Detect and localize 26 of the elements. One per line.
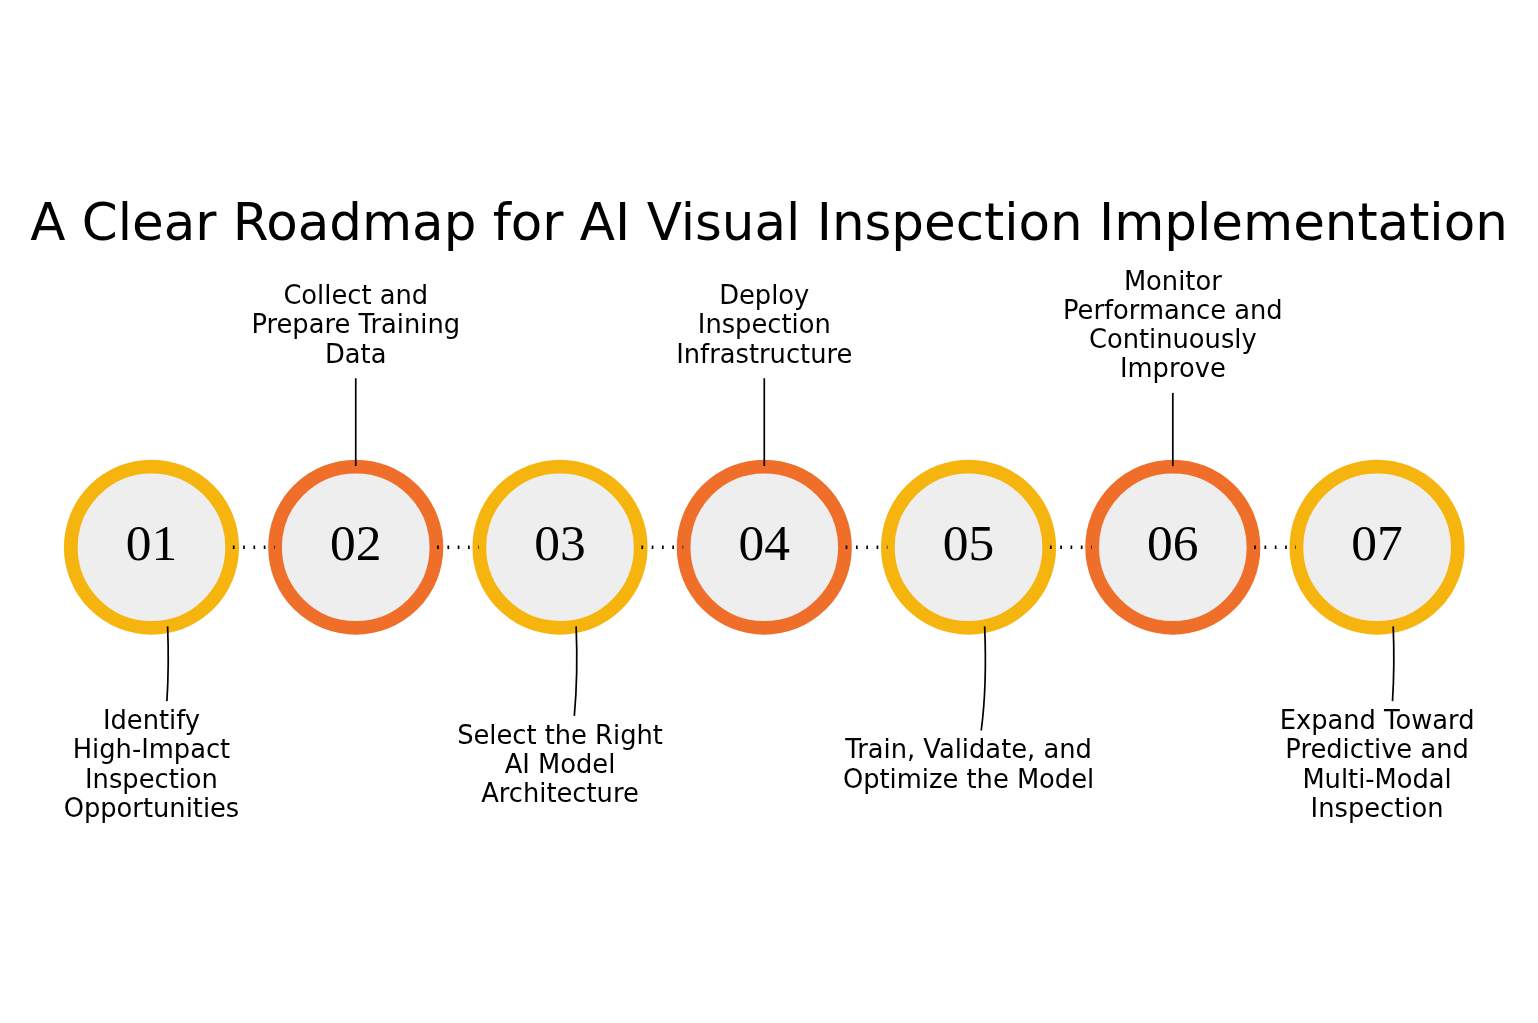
connector: [437, 544, 479, 549]
connector: [232, 544, 275, 549]
connector: [166, 625, 170, 702]
node-circle: 03: [472, 459, 648, 635]
node-text: Deploy Inspection Infrastructure: [676, 279, 853, 369]
node-circle: 01: [63, 459, 239, 635]
connector: [1391, 625, 1395, 702]
connector: [763, 376, 766, 467]
node-circle: 07: [1289, 459, 1465, 635]
node-circle: 02: [268, 459, 444, 635]
connector: [1171, 391, 1174, 467]
node-text: Expand Toward Predictive and Multi-Modal Inspection: [1279, 704, 1475, 823]
connector: [1254, 544, 1296, 549]
diagram-title: A Clear Roadmap for AI Visual Inspection Implementation: [30, 191, 1508, 252]
node-circle: 05: [881, 459, 1057, 635]
connector: [573, 625, 578, 717]
node-text: Collect and Prepare Training Data: [251, 279, 461, 369]
node-text: Identify High-Impact Inspection Opportunities: [63, 704, 240, 823]
node-text: Train, Validate, and Optimize the Model: [842, 733, 1095, 793]
node-text: Monitor Performance and Continuously Improve: [1062, 265, 1283, 383]
connector: [1049, 544, 1092, 549]
node-circle: 06: [1085, 459, 1261, 635]
connector: [980, 625, 987, 731]
connector: [354, 376, 357, 467]
node-text: Select the Right AI Model Architecture: [457, 719, 663, 808]
node-circle: 04: [676, 459, 852, 635]
